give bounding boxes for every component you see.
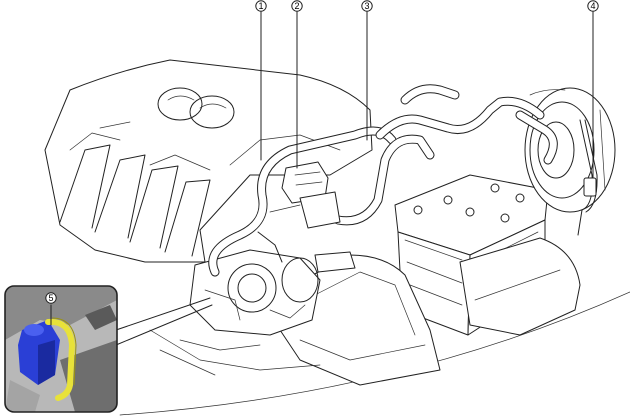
callout-3: 3	[361, 0, 373, 12]
brake-booster	[524, 87, 616, 213]
hose-3-vacuum	[333, 134, 435, 226]
cover-logo-recess-left	[157, 87, 203, 121]
booster-check-valve	[583, 177, 597, 197]
callout-1: 1	[255, 0, 267, 12]
hose-1-purge	[208, 126, 397, 277]
inset-frame	[4, 285, 118, 413]
inset-highlighted-hose	[45, 318, 76, 401]
callout-leaders	[115, 11, 594, 346]
callout-4: 4	[587, 0, 599, 12]
svg-text:5: 5	[48, 293, 53, 303]
vacuum-line-to-booster	[577, 119, 593, 236]
callout-5: 5	[45, 292, 57, 304]
purge-solenoid-valve	[257, 161, 341, 263]
cover-logo-recess-right	[189, 95, 235, 129]
engine-cover	[44, 59, 373, 263]
svg-text:4: 4	[590, 1, 595, 11]
svg-text:2: 2	[294, 1, 299, 11]
battery	[394, 174, 581, 336]
detail-inset: 5	[4, 285, 118, 413]
throttle-body	[179, 249, 356, 351]
callout-2: 2	[291, 0, 303, 12]
svg-text:1: 1	[258, 1, 263, 11]
lower-engine-outline	[149, 329, 321, 376]
hose-upper-long	[375, 84, 558, 165]
air-cleaner	[279, 254, 441, 386]
svg-text:3: 3	[364, 1, 369, 11]
